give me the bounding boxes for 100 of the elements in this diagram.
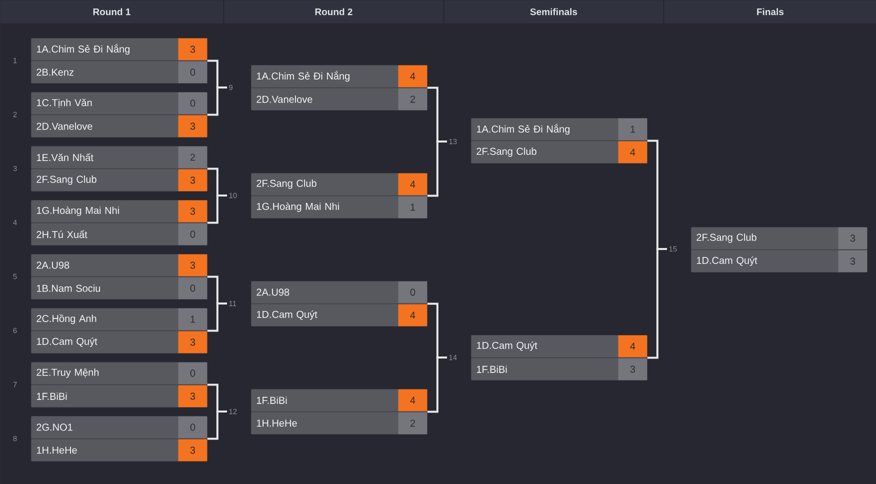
score-cell: 3 [178,38,208,60]
score-cell: 3 [178,115,208,138]
team-row: 2H.Tú Xuất [31,223,178,246]
node-label: 1A.Chim Sẻ Đi Nắng [476,124,570,135]
team-row: 1G.Hoàng Mai Nhi [31,200,178,222]
header-cell: Finals [664,0,876,24]
node-label: 1F.BiBi [36,392,67,400]
node-label: 2F.Sang Club [476,148,536,157]
node-label: 1A.Chim Sẻ Đi Nắng [256,70,350,82]
team-row: 1G.Hoàng Mai Nhi [251,196,398,218]
node-label: 1E.Văn Nhất [36,153,94,162]
node-label: 2B.Kenz [36,68,74,76]
header-cell: Round 2 [224,0,444,24]
node-label: 2E.Truy Mệnh [36,368,99,378]
node-label: 2A.U98 [256,288,290,296]
score-cell: 4 [398,304,428,326]
score-cell: 4 [398,65,428,88]
score-cell: 3 [618,358,648,380]
score-cell: 3 [178,385,208,408]
team-row: 1D.Cam Quýt [31,331,178,354]
bracket-line [427,140,447,197]
node-label: 2C.Hồng Anh [36,314,96,324]
bracket-line [647,248,667,359]
bracket-line [207,194,227,224]
score-cell: 3 [838,250,868,272]
team-row: 2D.Vanelove [31,115,178,138]
team-row: 2D.Vanelove [251,88,398,110]
team-row: 1D.Cam Quýt [691,250,838,272]
node-label: 1F.BiBi [476,366,507,373]
node-label: 1H.HeHe [256,420,297,427]
score-cell: 3 [838,227,868,250]
score-cell: 4 [618,141,648,164]
team-row: 1E.Văn Nhất [31,146,178,168]
team-row: 2C.Hồng Anh [31,308,178,330]
node-label: 1D.Cam Quýt [256,310,318,320]
team-row: 2F.Sang Club [31,169,178,192]
team-row: 1H.HeHe [251,412,398,434]
node-label: 2D.Vanelove [256,96,312,103]
team-row: 1F.BiBi [31,385,178,408]
node-label: 1G.Hoàng Mai Nhi [256,202,339,212]
team-row: 1B.Nam Sociu [31,277,178,300]
node-label: 1D.Cam Quýt [36,337,98,347]
score-cell: 4 [398,389,428,412]
team-row: 2A.U98 [31,254,178,276]
node-label: Semifinals [530,8,578,16]
node-label: Finals [757,8,784,16]
team-row: 1D.Cam Quýt [251,304,398,326]
score-cell: 4 [398,173,428,196]
bracket-line [207,302,227,332]
node-label: 1A.Chim Sẻ Đi Nắng [36,44,130,55]
team-row: 2G.NO1 [31,416,178,438]
header-cell: Round 1 [0,0,224,24]
score-cell: 3 [178,331,208,354]
score-cell: 3 [178,169,208,192]
node-label: 2H.Tú Xuất [36,230,88,238]
team-row: 2B.Kenz [31,61,178,84]
team-row: 2A.U98 [251,281,398,304]
score-cell: 2 [398,88,428,110]
score-cell: 3 [178,200,208,222]
bracket-line [207,410,227,440]
score-cell: 0 [178,277,208,300]
node-label: 1F.BiBi [256,396,287,404]
bracket-line [207,86,227,116]
team-row: 2F.Sang Club [471,141,618,164]
node-label: 1D.Cam Quýt [696,256,758,266]
node-label: 1G.Hoàng Mai Nhi [36,206,119,216]
team-row: 1C.Tịnh Văn [31,92,178,114]
node-label: 2F.Sang Club [256,180,316,189]
score-cell: 3 [178,254,208,276]
score-cell: 4 [618,335,648,358]
node-label: 1D.Cam Quýt [476,341,538,351]
score-cell: 0 [398,281,428,304]
team-row: 1H.HeHe [31,439,178,462]
team-row: 1F.BiBi [251,389,398,412]
node-label: 2F.Sang Club [696,234,756,243]
node-label: 2F.Sang Club [36,176,96,185]
score-cell: 0 [178,92,208,114]
node-label: 2A.U98 [36,262,70,269]
team-row: 1F.BiBi [471,358,618,380]
node-label: 2D.Vanelove [36,122,92,130]
score-cell: 2 [398,412,428,434]
score-cell: 0 [178,61,208,84]
team-row: 1A.Chim Sẻ Đi Nắng [251,65,398,88]
score-cell: 1 [618,118,648,140]
score-cell: 0 [178,362,208,384]
team-row: 1A.Chim Sẻ Đi Nắng [471,118,618,140]
header-cell: Semifinals [444,0,664,24]
node-label: Round 2 [315,8,352,16]
bracket-line [427,356,447,413]
team-row: 2E.Truy Mệnh [31,362,178,384]
node-label: 1H.HeHe [36,446,77,454]
score-cell: 3 [178,439,208,462]
score-cell: 1 [398,196,428,218]
team-row: 2F.Sang Club [691,227,838,250]
score-cell: 1 [178,308,208,330]
node-label: 2G.NO1 [36,424,72,431]
team-row: 1A.Chim Sẻ Đi Nắng [31,38,178,60]
score-cell: 0 [178,223,208,246]
team-row: 2F.Sang Club [251,173,398,196]
score-cell: 0 [178,416,208,438]
